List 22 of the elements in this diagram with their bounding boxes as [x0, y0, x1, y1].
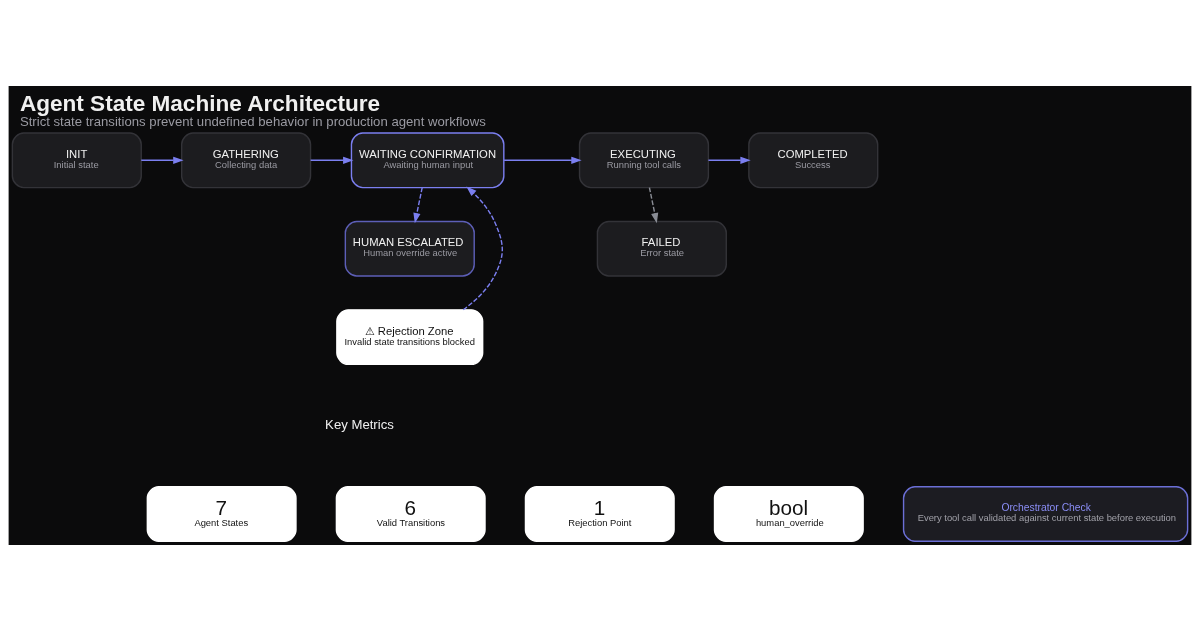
arrow [309, 156, 354, 164]
arrow [462, 185, 503, 310]
node-box: EXECUTING Running tool calls [578, 131, 710, 188]
node-box: GATHERING Collecting data [180, 131, 312, 188]
arrow [140, 156, 184, 164]
node-box: Orchestrator Check Every tool call validated against current state before execution [902, 485, 1189, 542]
node-box: HUMAN ESCALATED Human override active [344, 220, 475, 277]
arrow [413, 186, 423, 223]
node-box: ⚠ Rejection Zone Invalid state transitions blocked [336, 308, 484, 365]
arrow [648, 186, 659, 223]
label: Key Metrics [325, 416, 394, 432]
diagram-title: Agent State Machine Architecture [19, 90, 381, 116]
node-box: COMPLETED Success [748, 131, 879, 188]
node-box: INIT Initial state [11, 131, 142, 188]
node-box: 6 Valid Transitions [335, 485, 486, 542]
node-box: 7 Agent States [146, 485, 297, 542]
node-box: bool human_override [713, 485, 864, 542]
node-box: WAITING CONFIRMATION Awaiting human input [350, 131, 505, 188]
arrow [503, 156, 582, 164]
node-box: FAILED Error state [596, 220, 727, 277]
arrow [707, 156, 751, 164]
node-box: 1 Rejection Point [524, 485, 675, 542]
